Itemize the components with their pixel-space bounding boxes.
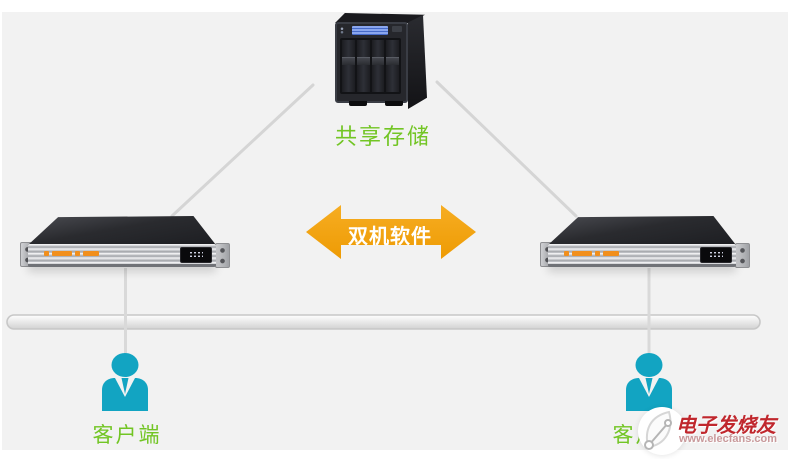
drive-bay (371, 40, 385, 92)
server-status-display (180, 247, 212, 263)
server-logo-marks (564, 249, 619, 258)
shared-storage-label: 共享存储 (334, 124, 431, 149)
nas-front-face (335, 22, 408, 103)
link-storage-to-right-server (435, 80, 578, 218)
server-right-icon (540, 216, 750, 268)
server-top-face (28, 216, 216, 245)
server-front-panel (548, 244, 736, 267)
dual-machine-software-label: 双机软件 (348, 226, 432, 248)
dual-machine-arrow (306, 205, 476, 259)
server-left-icon (20, 216, 230, 268)
rack-ear-icon (215, 243, 230, 268)
server-status-display (700, 247, 732, 263)
server-front-panel (28, 244, 216, 267)
nas-drive-bays (340, 38, 401, 94)
businessman-icon (626, 353, 672, 411)
server-top-face (548, 216, 736, 245)
watermark-url-text: www.elecfans.com (679, 433, 778, 445)
watermark: 电子发烧友 www.elecfans.com (634, 404, 788, 459)
nas-top-face (335, 13, 425, 23)
nas-brand-badge (392, 26, 402, 32)
elecfans-leaf-logo (638, 407, 686, 455)
network-bus-line (6, 314, 761, 330)
rack-ear-icon (735, 243, 750, 268)
nas-storage-icon (333, 13, 429, 109)
nas-led-lights (340, 27, 344, 34)
nas-side-face (408, 15, 427, 109)
businessman-icon (102, 353, 148, 411)
nas-lcd-display (352, 26, 388, 35)
server-logo-marks (44, 249, 99, 258)
nas-foot (349, 101, 367, 106)
watermark-brand-text: 电子发烧友 (676, 413, 776, 437)
drive-bay (356, 40, 370, 92)
nas-foot (385, 101, 403, 106)
link-storage-to-left-server (170, 83, 315, 218)
drive-bay (386, 40, 399, 92)
drive-bay (342, 40, 355, 92)
client-label-left: 客户端 (92, 424, 162, 447)
